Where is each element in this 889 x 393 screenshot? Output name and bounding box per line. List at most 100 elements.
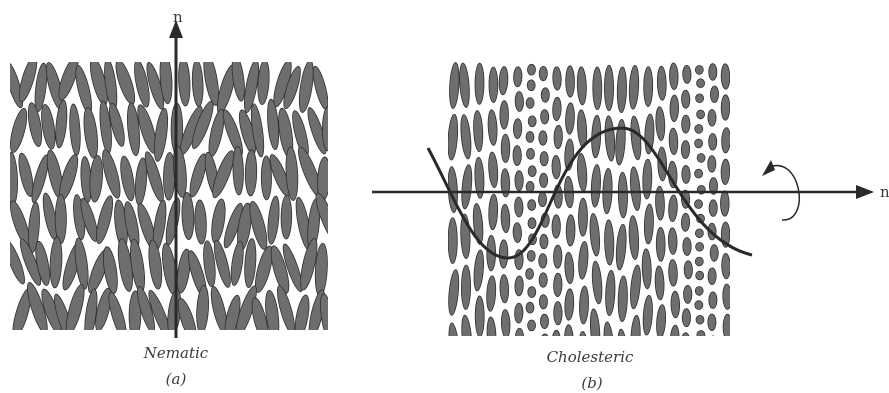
molecule: [475, 296, 484, 337]
molecule: [539, 131, 547, 145]
molecule: [501, 309, 511, 338]
molecule: [500, 204, 510, 233]
molecule: [671, 291, 680, 318]
molecule: [526, 131, 534, 142]
molecule: [695, 139, 703, 148]
molecule: [515, 276, 524, 296]
molecule: [695, 169, 703, 178]
molecule: [526, 181, 534, 192]
molecule: [54, 100, 69, 149]
cholesteric-caption: Cholesteric: [547, 348, 634, 366]
molecule: [447, 114, 459, 161]
molecule: [669, 128, 679, 155]
molecule: [617, 67, 627, 113]
molecule: [565, 103, 575, 135]
molecule: [697, 330, 705, 339]
molecule: [118, 155, 137, 202]
molecule: [708, 268, 716, 285]
molecule: [459, 114, 472, 159]
molecule: [696, 94, 704, 103]
molecule: [615, 224, 628, 270]
molecule: [629, 265, 642, 310]
molecule: [540, 234, 548, 249]
molecule: [681, 90, 690, 108]
molecule: [528, 320, 536, 331]
molecule: [500, 101, 509, 129]
molecule: [473, 249, 485, 291]
molecule: [266, 196, 281, 245]
molecule: [488, 194, 498, 230]
molecule: [628, 65, 639, 109]
molecule: [721, 159, 730, 185]
molecule: [656, 227, 665, 261]
molecule: [447, 322, 461, 369]
molecule: [513, 67, 522, 87]
molecule: [681, 213, 690, 231]
molecule: [514, 197, 523, 217]
molecule: [695, 287, 703, 296]
molecule: [527, 64, 535, 75]
molecule: [655, 106, 666, 140]
molecule: [266, 99, 281, 150]
molecule: [642, 295, 654, 336]
molecule: [566, 215, 575, 247]
molecule: [628, 215, 640, 259]
molecule: [527, 250, 535, 261]
molecule: [5, 152, 18, 205]
molecule: [540, 151, 548, 165]
molecule: [55, 194, 66, 243]
molecule: [460, 315, 473, 360]
molecule: [668, 195, 678, 222]
molecule: [488, 152, 499, 188]
molecule: [553, 245, 562, 269]
molecule: [554, 301, 563, 324]
molecule: [513, 222, 522, 242]
molecule: [26, 102, 45, 148]
molecule: [526, 268, 534, 279]
molecule: [721, 95, 730, 120]
molecule: [668, 228, 677, 255]
molecule: [604, 220, 614, 266]
molecule: [88, 155, 104, 203]
molecule: [629, 166, 642, 211]
molecule: [709, 134, 717, 151]
molecule: [93, 194, 116, 244]
molecule: [540, 110, 548, 125]
molecule: [513, 119, 522, 139]
molecule: [526, 148, 534, 159]
molecule: [68, 104, 81, 156]
molecule: [526, 302, 534, 313]
molecule: [528, 166, 536, 177]
molecule: [147, 239, 164, 290]
molecule: [709, 200, 717, 217]
molecule: [670, 325, 680, 352]
molecule: [82, 107, 100, 159]
molecule: [721, 253, 730, 279]
molecule: [709, 64, 717, 81]
molecule: [670, 95, 679, 122]
molecule: [539, 254, 547, 268]
molecule: [644, 67, 653, 107]
molecule: [564, 252, 575, 284]
molecule: [669, 63, 678, 90]
molecule: [178, 57, 191, 106]
rotation-arrow-icon: [762, 160, 799, 220]
molecule: [564, 289, 574, 321]
molecule: [722, 284, 731, 310]
molecule: [694, 200, 702, 209]
molecule: [681, 333, 690, 351]
molecule: [657, 66, 667, 100]
molecule: [448, 218, 457, 264]
molecule: [526, 98, 534, 109]
molecule: [489, 67, 498, 103]
molecule: [615, 119, 627, 165]
molecule: [528, 116, 536, 127]
nematic-sublabel: (a): [166, 370, 187, 388]
molecule: [514, 303, 523, 323]
molecule: [528, 200, 536, 211]
molecule: [163, 197, 182, 246]
molecule: [515, 91, 524, 111]
molecule: [501, 134, 510, 162]
molecule: [527, 80, 535, 91]
molecule: [528, 218, 536, 229]
